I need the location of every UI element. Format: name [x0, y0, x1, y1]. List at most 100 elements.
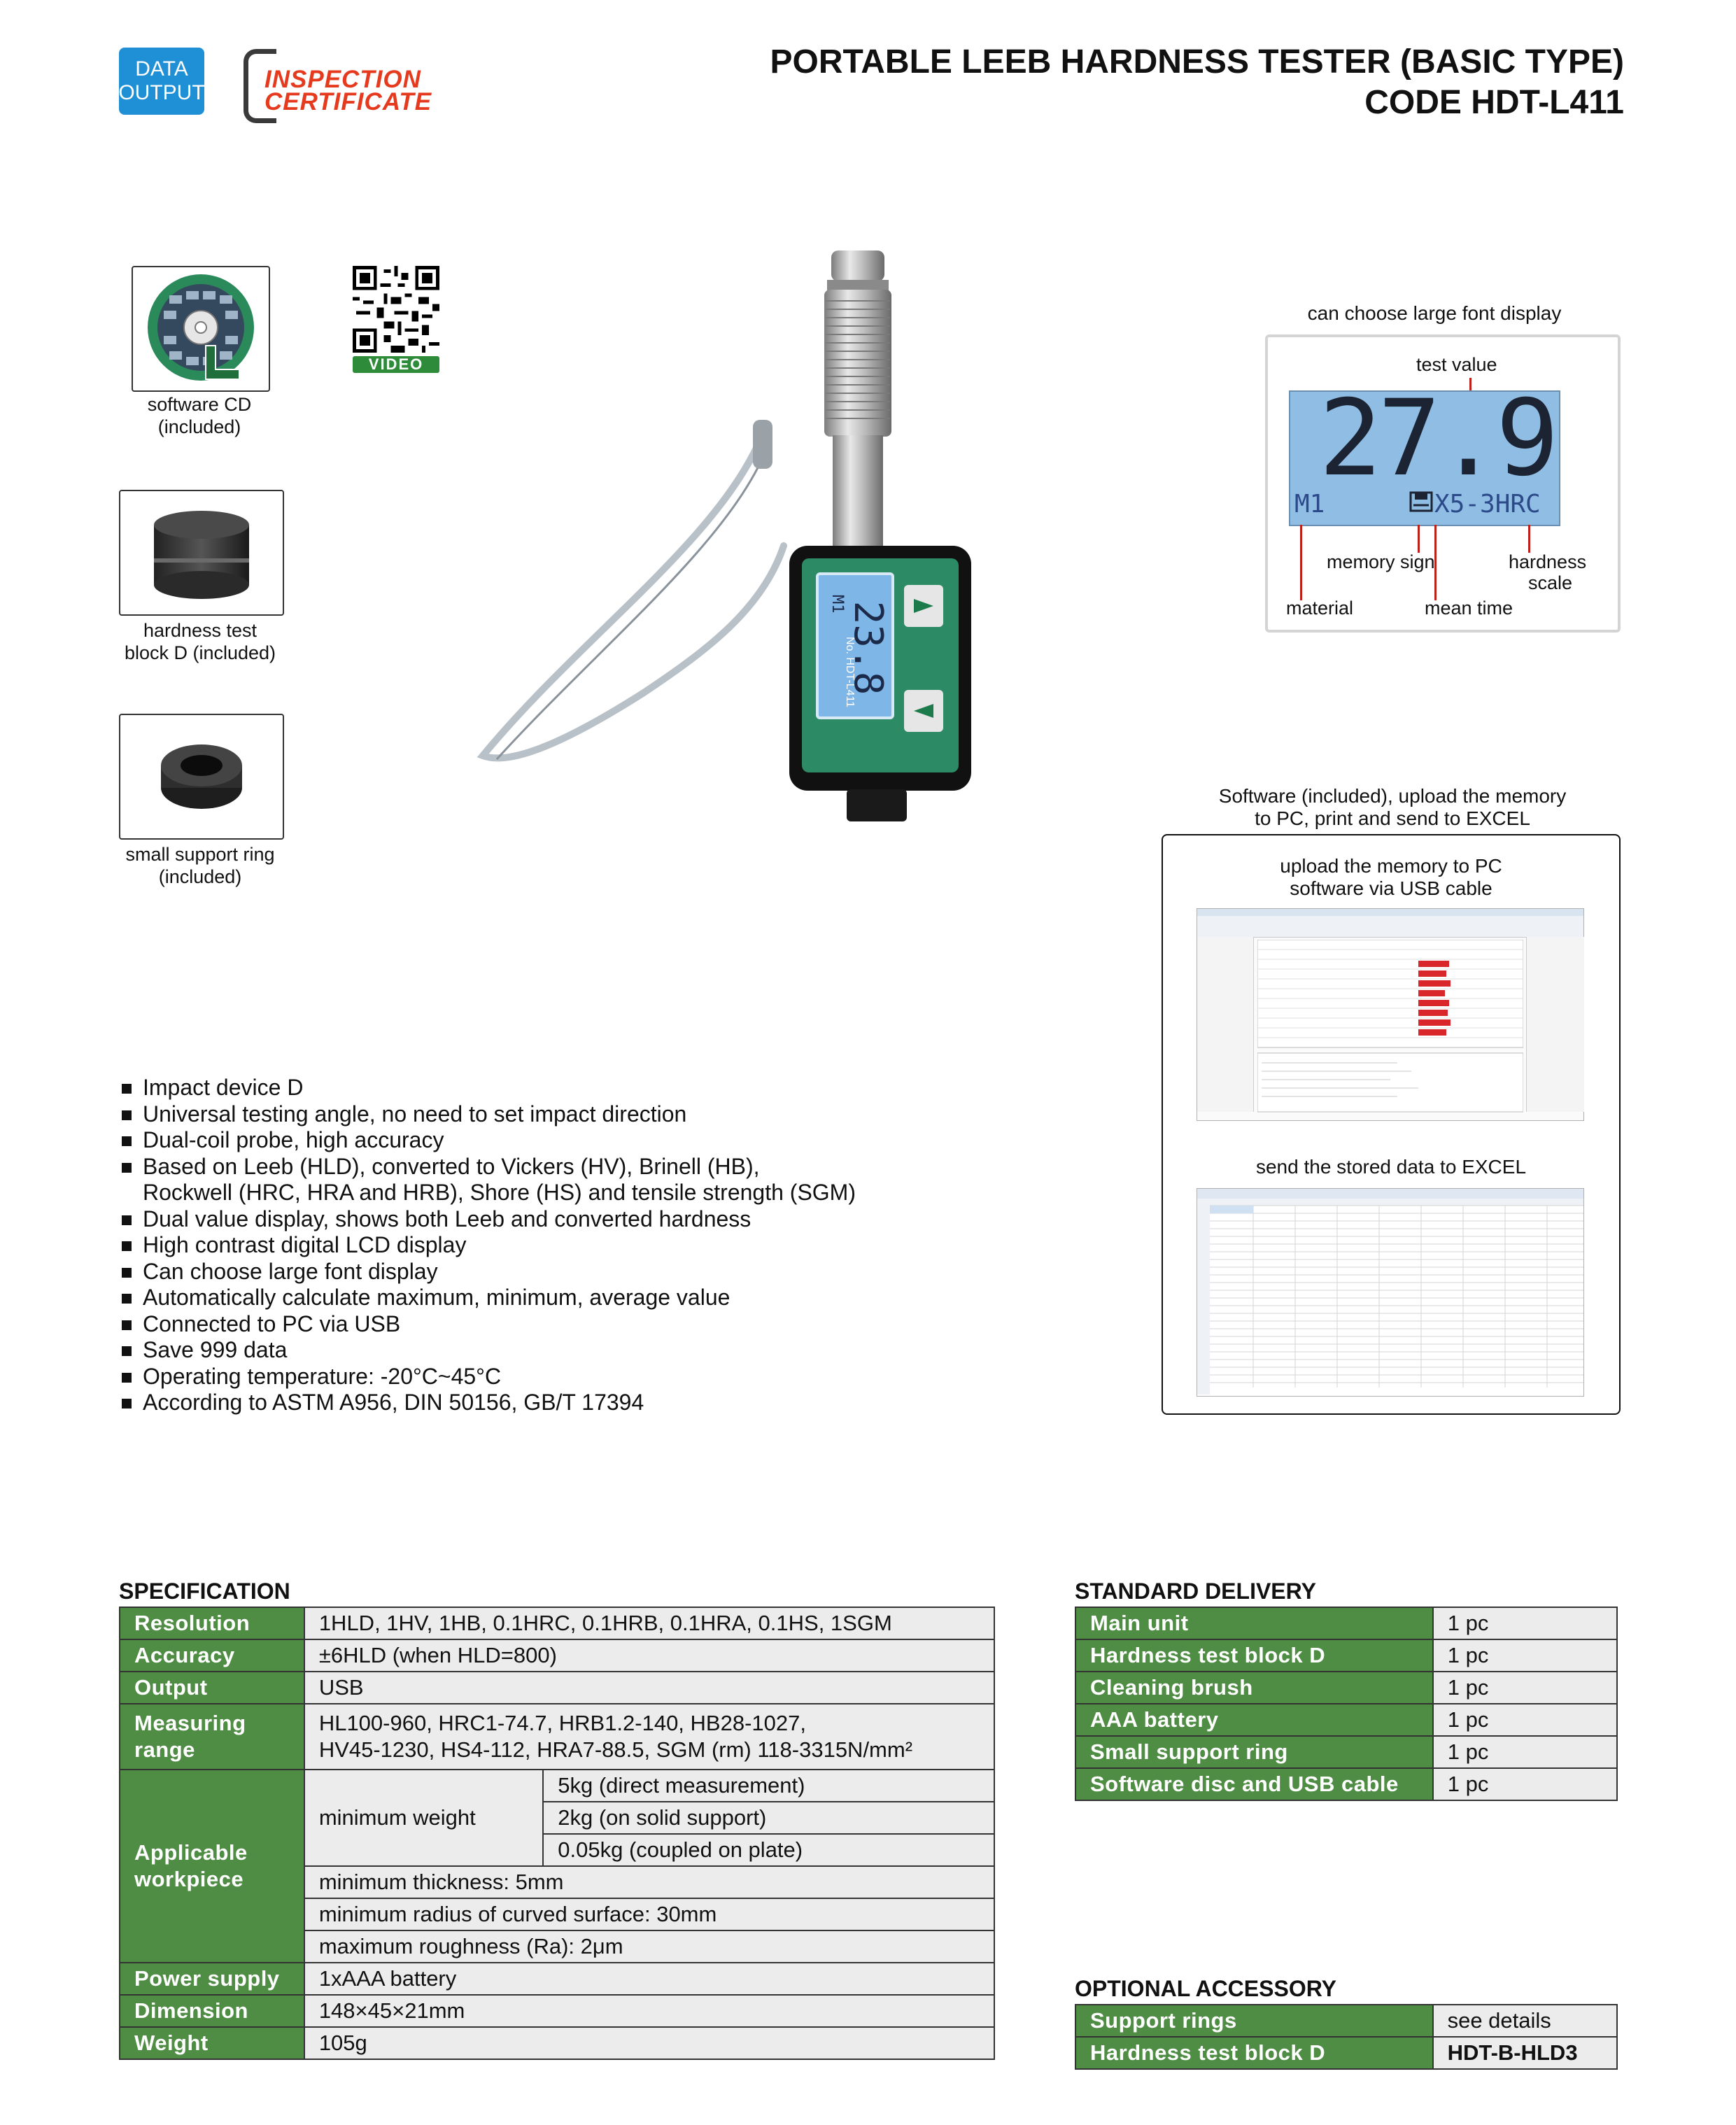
- spec-key-line-1: Applicable: [134, 1840, 248, 1865]
- feature-item: Based on Leeb (HLD), converted to Vicker…: [119, 1154, 856, 1180]
- table-row: minimum thickness: 5mm: [120, 1865, 996, 1899]
- table-row: maximum roughness (Ra): 2μm: [120, 1930, 996, 1963]
- delivery-item: Hardness test block D: [1075, 1639, 1434, 1672]
- lcd-test-value: 27.9: [1318, 378, 1559, 500]
- excel-screenshot: [1197, 1188, 1584, 1397]
- spec-value: 5kg (direct measurement): [542, 1769, 995, 1802]
- specification-table: Resolution 1HLD, 1HV, 1HB, 0.1HRC, 0.1HR…: [119, 1607, 996, 2060]
- feature-text: According to ASTM A956, DIN 50156, GB/T …: [143, 1390, 644, 1415]
- software-panel-caption: Software (included), upload the memory t…: [1162, 785, 1623, 830]
- table-row: Output USB: [119, 1671, 996, 1704]
- spec-value: minimum radius of curved surface: 30mm: [303, 1898, 996, 1931]
- feature-text: Universal testing angle, no need to set …: [143, 1101, 687, 1127]
- badge-line-1: DATA: [135, 57, 188, 80]
- product-title: PORTABLE LEEB HARDNESS TESTER (BASIC TYP…: [770, 43, 1624, 80]
- excel-caption: send the stored data to EXCEL: [1255, 1156, 1527, 1178]
- delivery-item: Main unit: [1075, 1607, 1434, 1640]
- software-caption-line-2: to PC, print and send to EXCEL: [1255, 807, 1530, 829]
- cd-caption-line-2: (included): [157, 416, 241, 437]
- lcd-material: M1: [1294, 490, 1325, 518]
- table-row: Weight 105g: [119, 2026, 996, 2060]
- spec-value: HL100-960, HRC1-74.7, HRB1.2-140, HB28-1…: [303, 1703, 996, 1770]
- delivery-item: Cleaning brush: [1075, 1671, 1434, 1704]
- feature-text: Can choose large font display: [143, 1258, 438, 1284]
- delivery-item: AAA battery: [1075, 1703, 1434, 1737]
- feature-text: Save 999 data: [143, 1337, 288, 1362]
- qr-code-icon: [353, 266, 439, 353]
- lcd-panel-caption: can choose large font display: [1307, 302, 1562, 324]
- memory-sign-label: memory sign: [1327, 551, 1435, 572]
- test-value-line: [1469, 378, 1472, 396]
- spec-key: Resolution: [119, 1607, 305, 1640]
- spec-value: 0.05kg (coupled on plate): [542, 1833, 995, 1867]
- spec-value: 1HLD, 1HV, 1HB, 0.1HRC, 0.1HRB, 0.1HRA, …: [303, 1607, 996, 1640]
- optional-accessory-title: OPTIONAL ACCESSORY: [1075, 1976, 1336, 2001]
- bullet-icon: [122, 1241, 132, 1251]
- feature-list: Impact device D Universal testing angle,…: [119, 1075, 856, 1416]
- inspection-certificate-logo-frame: [244, 49, 276, 123]
- table-row: 2kg (on solid support): [120, 1801, 995, 1835]
- feature-item: Automatically calculate maximum, minimum…: [119, 1285, 856, 1311]
- software-table-graphic: [1257, 940, 1523, 1113]
- hardness-label: hardness: [1509, 551, 1587, 572]
- bullet-icon: [122, 1399, 132, 1409]
- feature-text: Operating temperature: -20°C~45°C: [143, 1363, 502, 1389]
- spec-value-line-1: HL100-960, HRC1-74.7, HRB1.2-140, HB28-1…: [318, 1711, 806, 1735]
- spec-key: Weight: [119, 2026, 305, 2060]
- block-caption-line-2: block D (included): [124, 642, 276, 663]
- feature-item: Dual value display, shows both Leeb and …: [119, 1206, 856, 1233]
- feature-item: Can choose large font display: [119, 1259, 856, 1285]
- spec-value-line-2: HV45-1230, HS4-112, HRA7-88.5, SGM (rm) …: [318, 1737, 913, 1762]
- spec-value: minimum thickness: 5mm: [303, 1865, 996, 1899]
- feature-text: Based on Leeb (HLD), converted to Vicker…: [143, 1153, 760, 1179]
- delivery-item: Software disc and USB cable: [1075, 1767, 1434, 1801]
- cert-line-1: INSPECTION: [264, 66, 421, 93]
- inspection-certificate-logo: INSPECTION CERTIFICATE: [264, 66, 432, 114]
- spec-key-line-2: workpiece: [134, 1867, 244, 1891]
- test-value-label: test value: [1416, 354, 1497, 375]
- feature-item: Connected to PC via USB: [119, 1311, 856, 1338]
- software-caption-line-1: Software (included), upload the memory: [1218, 785, 1567, 807]
- feature-item: Impact device D: [119, 1075, 856, 1101]
- feature-item: Save 999 data: [119, 1337, 856, 1364]
- delivery-qty: 1 pc: [1432, 1671, 1618, 1704]
- spec-key: Power supply: [119, 1962, 305, 1996]
- hardness-tester-product-image: 23.8 M1 No. HDT-L411: [469, 245, 1001, 826]
- document-title: PORTABLE LEEB HARDNESS TESTER (BASIC TYP…: [770, 42, 1624, 123]
- lcd-scale-text: X5-3HRC: [1434, 490, 1541, 518]
- device-mem: M1: [828, 595, 846, 614]
- spec-key-line-2: range: [134, 1737, 195, 1762]
- table-row: Dimension 148×45×21mm: [119, 1994, 996, 2028]
- bullet-icon: [122, 1084, 132, 1094]
- spec-value: USB: [303, 1671, 996, 1704]
- table-row: Resolution 1HLD, 1HV, 1HB, 0.1HRC, 0.1HR…: [119, 1607, 996, 1640]
- spec-key-line-1: Measuring: [134, 1711, 246, 1735]
- memory-sign-line: [1418, 525, 1420, 553]
- delivery-item: Small support ring: [1075, 1735, 1434, 1769]
- feature-text: Impact device D: [143, 1075, 304, 1100]
- optional-value: see details: [1432, 2004, 1618, 2038]
- bullet-icon: [122, 1110, 132, 1120]
- feature-text: High contrast digital LCD display: [143, 1232, 467, 1257]
- device-reading: 23.8: [845, 601, 891, 696]
- up-arrow-icon: [914, 599, 933, 613]
- table-row: minimum radius of curved surface: 30mm: [120, 1898, 996, 1931]
- mean-time-label: mean time: [1425, 598, 1513, 619]
- bullet-icon: [122, 1267, 132, 1278]
- table-row: Measuring range HL100-960, HRC1-74.7, HR…: [119, 1703, 996, 1770]
- feature-text: Rockwell (HRC, HRA and HRB), Shore (HS) …: [143, 1180, 856, 1205]
- material-line: [1300, 525, 1302, 600]
- software-cd-caption: software CD (included): [105, 393, 294, 438]
- upload-caption-line-1: upload the memory to PC: [1280, 855, 1502, 877]
- spec-value: ±6HLD (when HLD=800): [303, 1639, 996, 1672]
- feature-item: Operating temperature: -20°C~45°C: [119, 1364, 856, 1390]
- cd-caption-line-1: software CD: [147, 394, 252, 415]
- feature-item: According to ASTM A956, DIN 50156, GB/T …: [119, 1390, 856, 1416]
- bullet-icon: [122, 1136, 132, 1146]
- feature-item: Universal testing angle, no need to set …: [119, 1101, 856, 1128]
- video-qr-code[interactable]: VIDEO: [353, 266, 439, 373]
